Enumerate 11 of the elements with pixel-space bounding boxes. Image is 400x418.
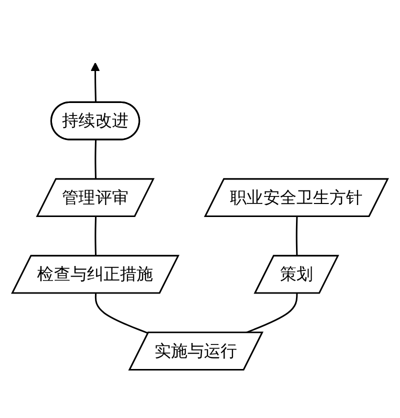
parallelogram-node: 实施与运行 (128, 332, 264, 371)
parallelogram-node: 策划 (254, 254, 340, 294)
parallelogram-node: 检查与纠正措施 (11, 254, 180, 294)
connector-line (94, 140, 97, 180)
connector-line (94, 216, 97, 256)
arrow (90, 62, 100, 103)
connector-line (296, 216, 298, 256)
oval-node: 持续改进 (50, 101, 140, 140)
parallelogram-node: 管理评审 (36, 178, 155, 218)
connector-line (94, 294, 149, 334)
parallelogram-node: 职业安全卫生方针 (204, 178, 389, 218)
